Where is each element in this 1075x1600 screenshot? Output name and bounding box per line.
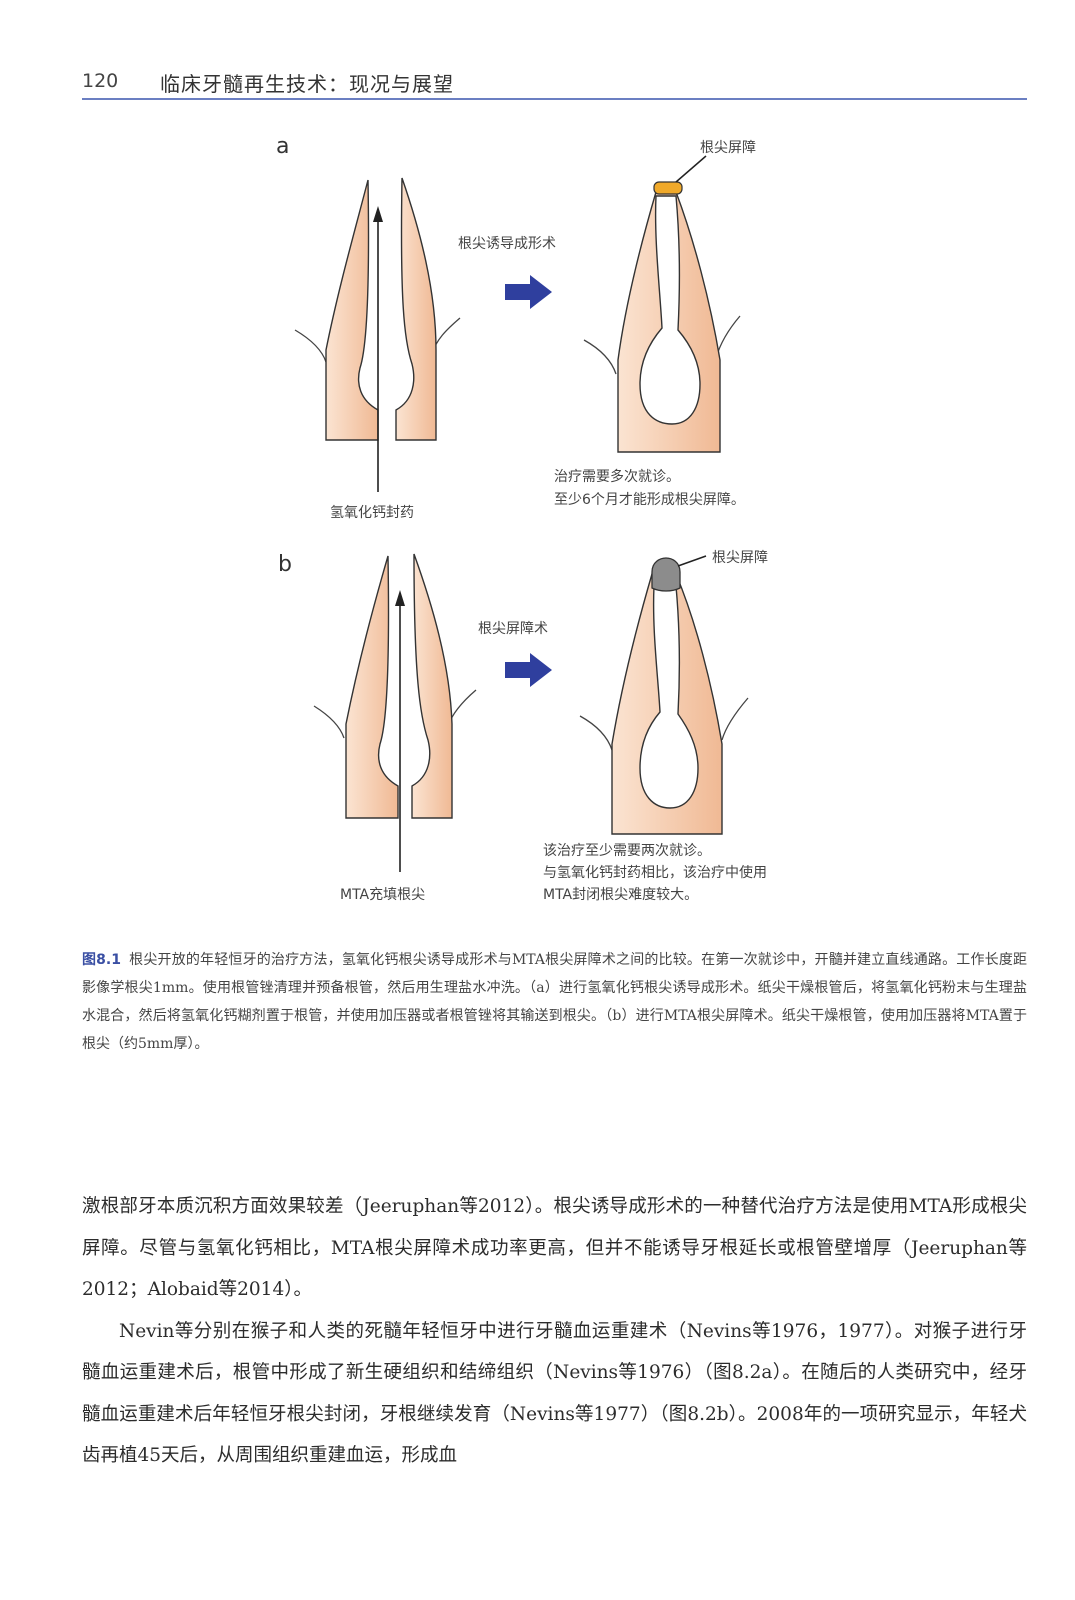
tooth-open-b [313, 553, 477, 872]
tooth-open-a [294, 177, 461, 492]
apical-barrier-a [653, 181, 683, 195]
barrier-label-b: 根尖屏障 [712, 550, 768, 566]
page-number: 120 [82, 70, 119, 92]
material-label-a: 氢氧化钙封药 [330, 505, 414, 521]
barrier-label-a: 根尖屏障 [700, 140, 756, 156]
material-label-b: MTA充填根尖 [340, 887, 426, 903]
note-b-line2: 与氢氧化钙封药相比，该治疗中使用 [543, 865, 767, 881]
procedure-label-b: 根尖屏障术 [478, 621, 548, 637]
blue-arrow-a [505, 275, 552, 309]
apical-barrier-b [651, 557, 681, 592]
body-text: 激根部牙本质沉积方面效果较差（Jeeruphan等2012）。根尖诱导成形术的一… [82, 1186, 1027, 1477]
caption-text: 根尖开放的年轻恒牙的治疗方法，氢氧化钙根尖诱导成形术与MTA根尖屏障术之间的比较… [82, 952, 1027, 1052]
figure-number: 图8.1 [82, 952, 121, 968]
running-title: 临床牙髓再生技术：现况与展望 [160, 72, 454, 96]
note-a-line1: 治疗需要多次就诊。 [554, 469, 680, 485]
tooth-closed-b [579, 555, 749, 835]
blue-arrow-b [505, 653, 552, 687]
tooth-closed-a [583, 155, 741, 453]
paragraph-2: Nevin等分别在猴子和人类的死髓年轻恒牙中进行牙髓血运重建术（Nevins等1… [82, 1320, 1027, 1467]
panel-letter-b: b [278, 552, 292, 577]
page-header: 120 临床牙髓再生技术：现况与展望 [82, 66, 1027, 100]
procedure-label-a: 根尖诱导成形术 [458, 236, 556, 252]
note-b-line1: 该治疗至少需要两次就诊。 [543, 843, 711, 859]
panel-letter-a: a [276, 134, 290, 159]
note-a-line2: 至少6个月才能形成根尖屏障。 [554, 492, 745, 508]
paragraph-1: 激根部牙本质沉积方面效果较差（Jeeruphan等2012）。根尖诱导成形术的一… [82, 1196, 1027, 1300]
note-b-line3: MTA封闭根尖难度较大。 [543, 887, 699, 903]
